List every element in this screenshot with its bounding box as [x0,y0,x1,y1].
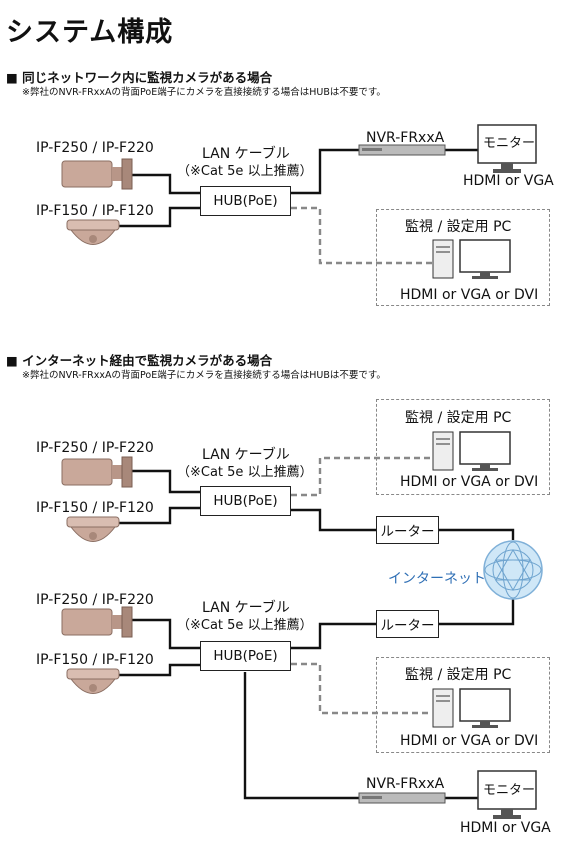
dome-camera-label-a: IP-F150 / IP-F120 [36,500,154,516]
nvr-label: NVR-FRxxA [366,130,445,146]
router-box-a: ルーター [376,516,439,544]
monitor-label: モニター [483,136,536,151]
pc-group-bottom [376,657,550,753]
desktop-pc-icon [432,688,511,728]
monitor-icon [477,770,537,819]
hub-box-a: HUB(PoE) [200,486,291,516]
hub-box: HUB(PoE) [200,186,291,216]
pc-group [376,209,550,306]
desktop-pc-icon [432,431,511,471]
globe-icon [483,540,543,600]
pc-output-bottom: HDMI or VGA or DVI [400,733,539,749]
monitor-output-2: HDMI or VGA [460,820,551,836]
section1-note: ※弊社のNVR-FRxxAの背面PoE端子にカメラを直接接続する場合はHUBは不… [22,87,386,98]
bullet-camera-icon [61,456,133,488]
pc-title-top: 監視 / 設定用 PC [405,410,512,426]
bullet-camera-icon [61,158,133,190]
monitor-icon [477,124,537,173]
nvr-recorder-icon [358,792,446,804]
router-box-b: ルーター [376,610,439,638]
dome-camera-label-b: IP-F150 / IP-F120 [36,652,154,668]
monitor-label-2: モニター [483,783,536,798]
lan-cable-note: （※Cat 5e 以上推薦） [177,164,313,179]
bullet-camera-label-b: IP-F250 / IP-F220 [36,592,154,608]
nvr-recorder-icon [358,144,446,156]
section1-heading: ■ 同じネットワーク内に監視カメラがある場合 [6,70,273,85]
nvr-label-2: NVR-FRxxA [366,776,445,792]
pc-output-top: HDMI or VGA or DVI [400,474,539,490]
lan-cable-label-a: LAN ケーブル [202,447,290,463]
pc-output: HDMI or VGA or DVI [400,287,539,303]
pc-group-top [376,399,550,495]
section2-note: ※弊社のNVR-FRxxAの背面PoE端子にカメラを直接接続する場合はHUBは不… [22,370,386,381]
bullet-camera-label: IP-F250 / IP-F220 [36,140,154,156]
lan-cable-label: LAN ケーブル [202,146,290,162]
pc-title: 監視 / 設定用 PC [405,219,512,235]
lan-cable-note-b: （※Cat 5e 以上推薦） [177,618,313,633]
bullet-camera-label-a: IP-F250 / IP-F220 [36,440,154,456]
dome-camera-icon [66,516,120,542]
dome-camera-label: IP-F150 / IP-F120 [36,203,154,219]
internet-label: インターネット [388,571,486,587]
bullet-camera-icon [61,606,133,638]
lan-cable-note-a: （※Cat 5e 以上推薦） [177,465,313,480]
dome-camera-icon [66,219,120,245]
section2-heading: ■ インターネット経由で監視カメラがある場合 [6,353,273,368]
pc-title-bottom: 監視 / 設定用 PC [405,667,512,683]
monitor-output: HDMI or VGA [463,173,554,189]
lan-cable-label-b: LAN ケーブル [202,600,290,616]
dome-camera-icon [66,668,120,694]
desktop-pc-icon [432,239,511,279]
page-title: システム構成 [6,17,174,48]
hub-box-b: HUB(PoE) [200,641,291,671]
